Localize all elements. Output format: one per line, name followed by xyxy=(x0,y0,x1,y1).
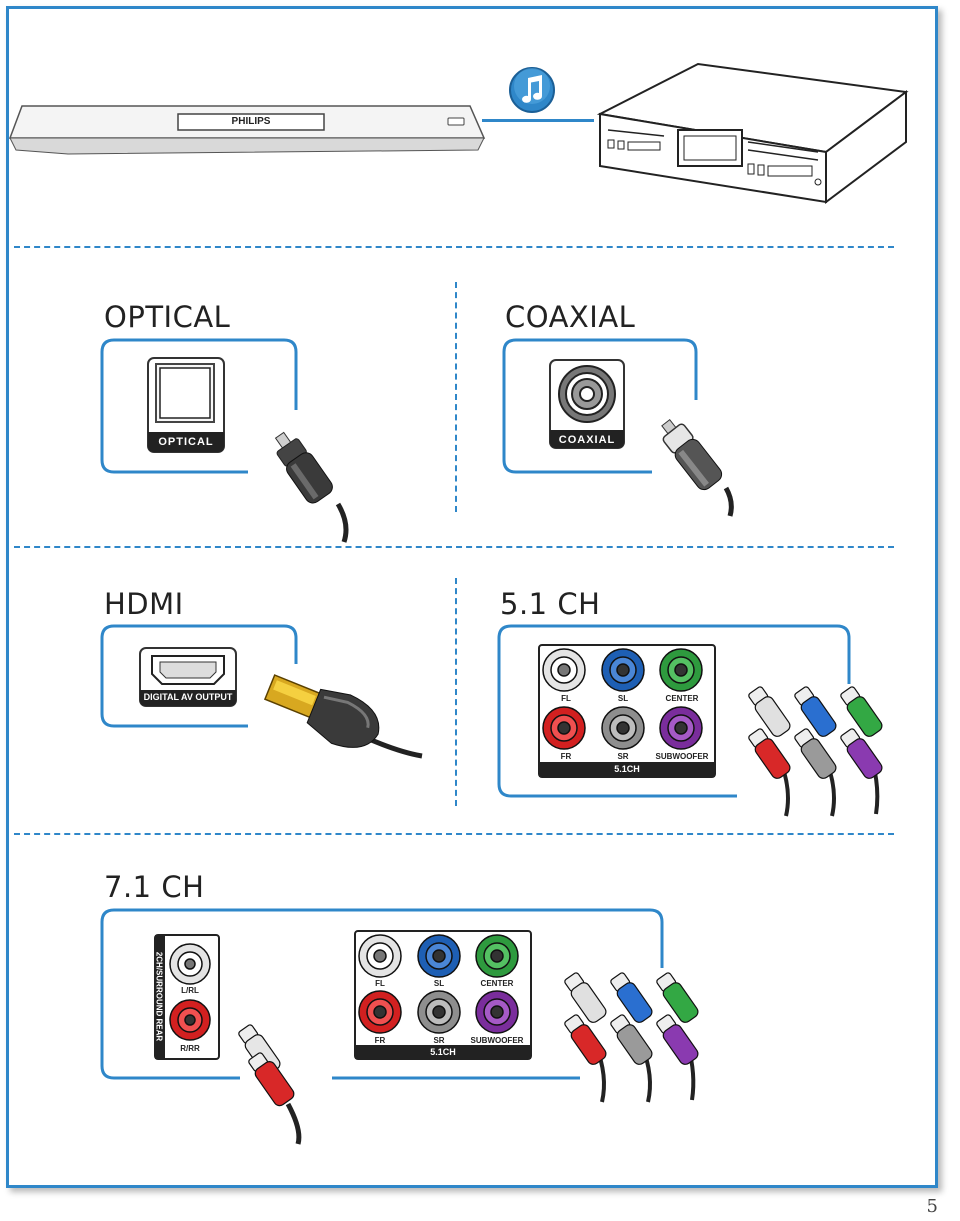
ch71-bracket xyxy=(100,908,664,1080)
ch71-stereo-plugs xyxy=(238,1024,302,1145)
ch51-label-sub: SUBWOOFER xyxy=(655,752,709,761)
ch51-rca-plugs xyxy=(748,686,883,817)
ch71-band-label: 5.1CH xyxy=(430,1047,456,1057)
connection-line xyxy=(482,119,594,122)
page-number: 5 xyxy=(926,1196,938,1217)
divider-bottom xyxy=(14,833,894,835)
hdmi-plug xyxy=(263,674,423,759)
music-note-icon xyxy=(509,67,555,113)
optical-plug xyxy=(274,431,349,543)
hdmi-port-label: DIGITAL AV OUTPUT xyxy=(143,692,233,702)
coaxial-title: COAXIAL xyxy=(505,300,636,334)
ch51-bracket xyxy=(497,624,851,798)
ch71-label-rrr: R/RR xyxy=(180,1044,200,1053)
ch71-label-fr: FR xyxy=(374,1036,386,1045)
optical-port xyxy=(147,357,225,453)
divider-middle-2 xyxy=(455,578,457,806)
optical-title: OPTICAL xyxy=(104,300,231,334)
ch71-label-lrl: L/RL xyxy=(181,986,199,995)
divider-middle-1 xyxy=(455,282,457,512)
ch71-title: 7.1 CH xyxy=(104,870,205,904)
ch71-rca-plugs xyxy=(564,972,699,1103)
ch51-label-fr: FR xyxy=(560,752,572,761)
coaxial-port xyxy=(549,359,625,449)
ch71-rear-vertical-label: 2CH/SURROUND REAR xyxy=(154,951,164,1042)
coaxial-port-label: COAXIAL xyxy=(558,434,616,446)
ch71-label-sr: SR xyxy=(433,1036,445,1045)
ch51-label-center: CENTER xyxy=(665,694,699,703)
ch51-band-label: 5.1CH xyxy=(614,764,640,774)
ch71-label-sub: SUBWOOFER xyxy=(470,1036,524,1045)
ch71-panel xyxy=(354,930,532,1060)
divider-middle xyxy=(14,546,894,548)
ch51-label-sl: SL xyxy=(617,694,629,703)
player-brand: PHILIPS xyxy=(231,116,271,127)
coaxial-plug xyxy=(661,418,734,517)
ch71-label-center: CENTER xyxy=(480,979,514,988)
ch51-label-fl: FL xyxy=(561,694,571,703)
hdmi-port xyxy=(139,647,237,707)
ch51-label-sr: SR xyxy=(617,752,629,761)
divider-top xyxy=(14,246,894,248)
av-receiver xyxy=(596,62,909,204)
ch71-rear-panel xyxy=(154,934,220,1060)
optical-port-label: OPTICAL xyxy=(158,436,214,448)
ch51-panel xyxy=(538,644,716,778)
hdmi-title: HDMI xyxy=(104,587,184,621)
ch51-title: 5.1 CH xyxy=(500,587,601,621)
bluray-player xyxy=(8,105,486,155)
optical-bracket xyxy=(100,338,298,474)
ch71-label-fl: FL xyxy=(375,979,385,988)
hdmi-bracket xyxy=(100,624,298,728)
ch71-label-sl: SL xyxy=(433,979,445,988)
coaxial-bracket xyxy=(502,338,698,474)
